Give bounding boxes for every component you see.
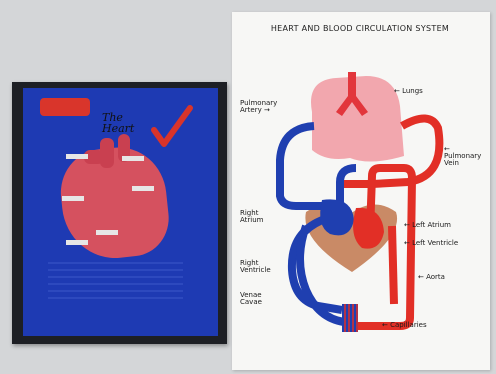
right-atrium-shape xyxy=(320,199,354,235)
label-pulmonary-vein: ← Pulmonary Vein xyxy=(444,146,488,167)
label-left-atrium: ← Left Atrium xyxy=(404,222,451,229)
label-aorta: ← Aorta xyxy=(418,274,445,281)
lungs-shape xyxy=(311,76,404,162)
label-right-atrium: Right Atrium xyxy=(240,210,280,224)
label-lungs: ← Lungs xyxy=(394,88,423,95)
label-left-ventricle: ← Left Ventricle xyxy=(404,240,458,247)
label-right-ventricle: Right Ventricle xyxy=(240,260,280,274)
label-capillaries: ← Capillaries xyxy=(382,322,427,329)
aorta-down xyxy=(392,226,394,304)
label-vena-cava: Venae Cavae xyxy=(240,292,284,306)
capillaries-shape xyxy=(342,304,358,332)
label-pulmonary-artery: Pulmonary Artery → xyxy=(240,100,288,114)
